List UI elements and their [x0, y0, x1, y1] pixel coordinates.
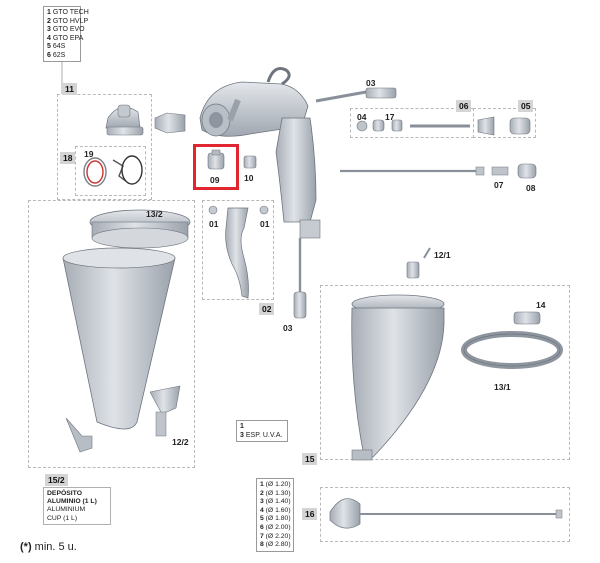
group-16-box — [320, 487, 570, 542]
model-4: 4 GTO EPA — [47, 34, 84, 42]
label-01-right: 01 — [260, 219, 270, 229]
group-05-box — [473, 108, 536, 138]
label-04: 04 — [357, 112, 367, 122]
nozzle-size-8: 8 (Ø 2.80) — [260, 541, 291, 549]
asterisk-mark: (*) — [20, 541, 32, 553]
parts-06 — [356, 119, 470, 132]
tag-18: 18 — [60, 152, 76, 164]
part-10 — [243, 155, 257, 169]
seals-19 — [83, 155, 143, 187]
tag-11: 11 — [62, 83, 77, 95]
nozzle-size-7: 7 (Ø 2.20) — [260, 532, 291, 540]
lid-13-1 — [461, 331, 563, 369]
group-11-box — [57, 94, 152, 200]
tag-15-2: 15/2 — [45, 474, 68, 486]
esp-1: 1 — [240, 423, 244, 430]
min-quantity-text: min. 5 u. — [34, 541, 77, 553]
nozzle-16 — [329, 498, 563, 529]
nozzle-size-6: 6 (Ø 2.00) — [260, 523, 291, 531]
parts-05 — [477, 116, 531, 136]
esp-legend: 1 3 ESP. U.V.A. — [236, 420, 288, 442]
model-3: 3 GTO EVO — [47, 26, 85, 34]
models-legend: 1 GTO TECH 2 GTO HVLP 3 GTO EVO 4 GTO EP… — [43, 6, 89, 62]
tag-06: 06 — [456, 100, 472, 112]
nozzle-size-1: 1 (Ø 1.20) — [260, 481, 291, 488]
label-10: 10 — [244, 173, 254, 183]
model-6: 6 62S — [47, 51, 66, 59]
tag-15: 15 — [302, 453, 318, 465]
group-02-box — [202, 200, 274, 300]
label-08: 08 — [526, 183, 536, 193]
part-09 — [207, 149, 225, 170]
cup-line-4: CUP (1 L) — [47, 514, 78, 522]
label-07: 07 — [494, 180, 504, 190]
label-13-1: 13/1 — [494, 382, 511, 392]
model-5: 5 64S — [47, 43, 66, 51]
esp-3: 3 ESP. U.V.A. — [240, 431, 283, 439]
spray-gun-body — [199, 67, 321, 239]
needle-07-08 — [340, 163, 537, 179]
group-18-box — [75, 146, 146, 196]
cup-line-3: ALUMINIUM — [47, 506, 86, 514]
needle-03-bottom — [293, 238, 307, 319]
part-14 — [513, 311, 541, 325]
model-1: 1 GTO TECH — [47, 9, 89, 16]
nozzle-size-5: 5 (Ø 1.80) — [260, 515, 291, 523]
nozzle-size-3: 3 (Ø 1.40) — [260, 498, 291, 506]
label-13-2: 13/2 — [146, 209, 163, 219]
cup-13-1 — [351, 294, 445, 461]
part-12-1 — [406, 247, 431, 279]
group-131-box — [320, 285, 570, 460]
label-01-left: 01 — [209, 219, 219, 229]
part-12-2 — [149, 385, 181, 437]
trigger-02 — [208, 205, 269, 299]
label-03-bottom: 03 — [283, 323, 293, 333]
group-152-box — [28, 200, 195, 468]
tag-05: 05 — [518, 100, 534, 112]
label-12-2: 12/2 — [172, 437, 189, 447]
nozzle-sizes-legend: 1 (Ø 1.20) 2 (Ø 1.30) 3 (Ø 1.40) 4 (Ø 1.… — [256, 478, 294, 552]
tag-02: 02 — [259, 303, 275, 315]
cup-line-2: ALUMINIO (1 L) — [47, 498, 97, 506]
label-03-top: 03 — [366, 78, 376, 88]
cup-description: DEPÓSITO ALUMINIO (1 L) ALUMINIUM CUP (1… — [43, 487, 111, 525]
tag-16: 16 — [302, 508, 318, 520]
label-09: 09 — [210, 175, 220, 185]
highlight-part-09 — [193, 144, 239, 190]
nozzle-size-4: 4 (Ø 1.60) — [260, 506, 291, 514]
label-14: 14 — [536, 300, 546, 310]
label-12-1: 12/1 — [434, 250, 451, 260]
cup-line-1: DEPÓSITO — [47, 490, 82, 497]
label-17: 17 — [385, 112, 395, 122]
label-19: 19 — [84, 149, 94, 159]
model-2: 2 GTO HVLP — [47, 17, 89, 25]
min-quantity-note: (*) min. 5 u. — [20, 541, 77, 553]
nozzle-size-2: 2 (Ø 1.30) — [260, 489, 291, 497]
cup-15-2 — [62, 209, 191, 453]
needle-03-top — [315, 87, 397, 103]
air-cap-11 — [105, 104, 186, 136]
